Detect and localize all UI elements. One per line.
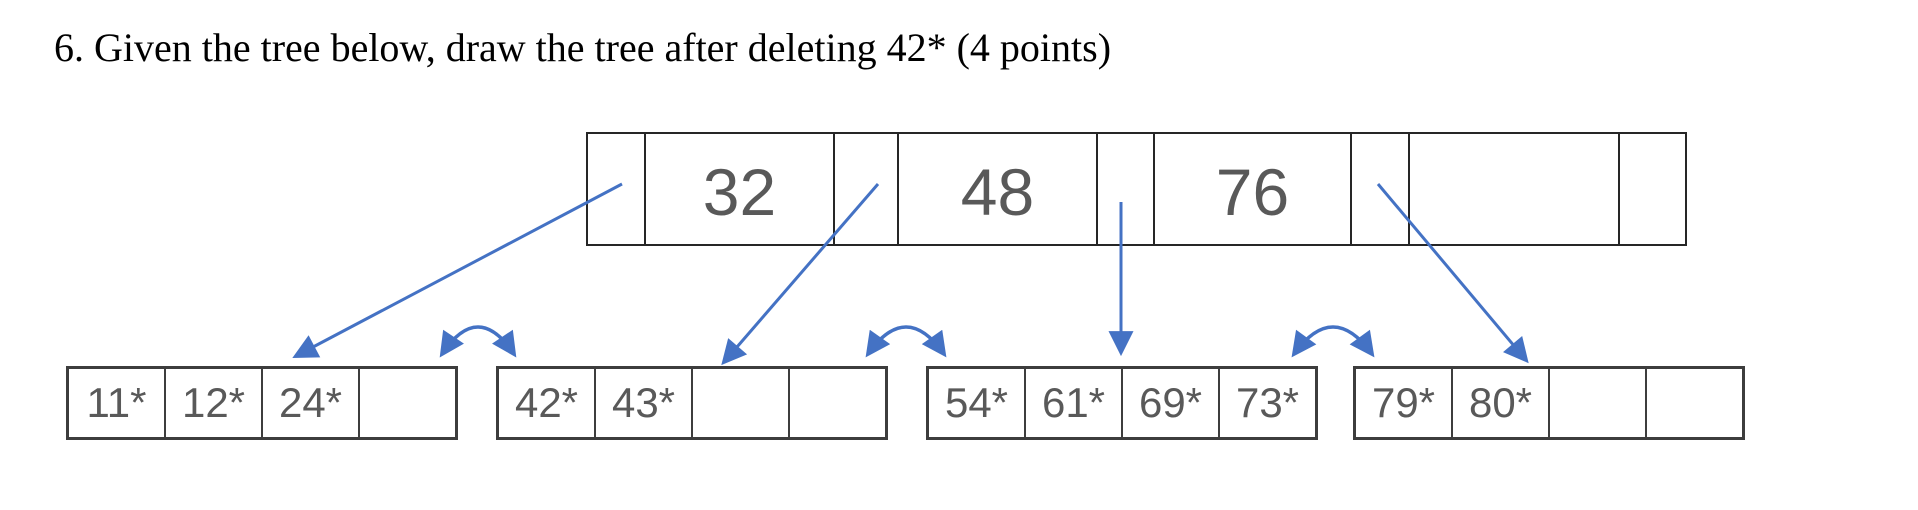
leaf-cell — [790, 369, 885, 437]
leaf-node-0: 11* 12* 24* — [66, 366, 458, 440]
sibling-link-arrow-0-1 — [439, 325, 517, 358]
leaf-cell: 11* — [69, 369, 166, 437]
leaf-node-1: 42* 43* — [496, 366, 888, 440]
leaf-cell: 42* — [499, 369, 596, 437]
leaf-cell — [360, 369, 455, 437]
leaf-node-2: 54* 61* 69* 73* — [926, 366, 1318, 440]
leaf-cell — [693, 369, 790, 437]
leaf-cell: 80* — [1453, 369, 1550, 437]
leaf-cell: 69* — [1123, 369, 1220, 437]
leaf-cell — [1647, 369, 1742, 437]
leaf-node-3: 79* 80* — [1353, 366, 1745, 440]
root-key-cell-48: 48 — [899, 134, 1098, 244]
leaf-cell: 54* — [929, 369, 1026, 437]
root-key-cell-32: 32 — [646, 134, 835, 244]
question-title: 6. Given the tree below, draw the tree a… — [54, 25, 1112, 70]
root-node: 32 48 76 — [586, 132, 1687, 246]
root-pointer-cell-4 — [1620, 134, 1685, 244]
leaf-cell — [1550, 369, 1647, 437]
root-pointer-cell-0 — [588, 134, 646, 244]
root-pointer-cell-3 — [1352, 134, 1410, 244]
leaf-cell: 73* — [1235, 379, 1300, 426]
leaf-cell: 12* — [166, 369, 263, 437]
leaf-cell: 24* — [263, 369, 360, 437]
root-key-cell-empty — [1410, 134, 1620, 244]
root-pointer-cell-2 — [1098, 134, 1155, 244]
leaf-cell: 61* — [1026, 369, 1123, 437]
root-to-leaf-0-pointer-arrow — [292, 182, 623, 358]
sibling-link-arrow-2-3 — [1291, 325, 1375, 358]
root-pointer-cell-1 — [835, 134, 899, 244]
root-key-cell-76: 76 — [1155, 134, 1352, 244]
sibling-link-arrow-1-2 — [865, 325, 947, 358]
leaf-cell: 79* — [1356, 369, 1453, 437]
leaf-cell: 43* — [596, 369, 693, 437]
